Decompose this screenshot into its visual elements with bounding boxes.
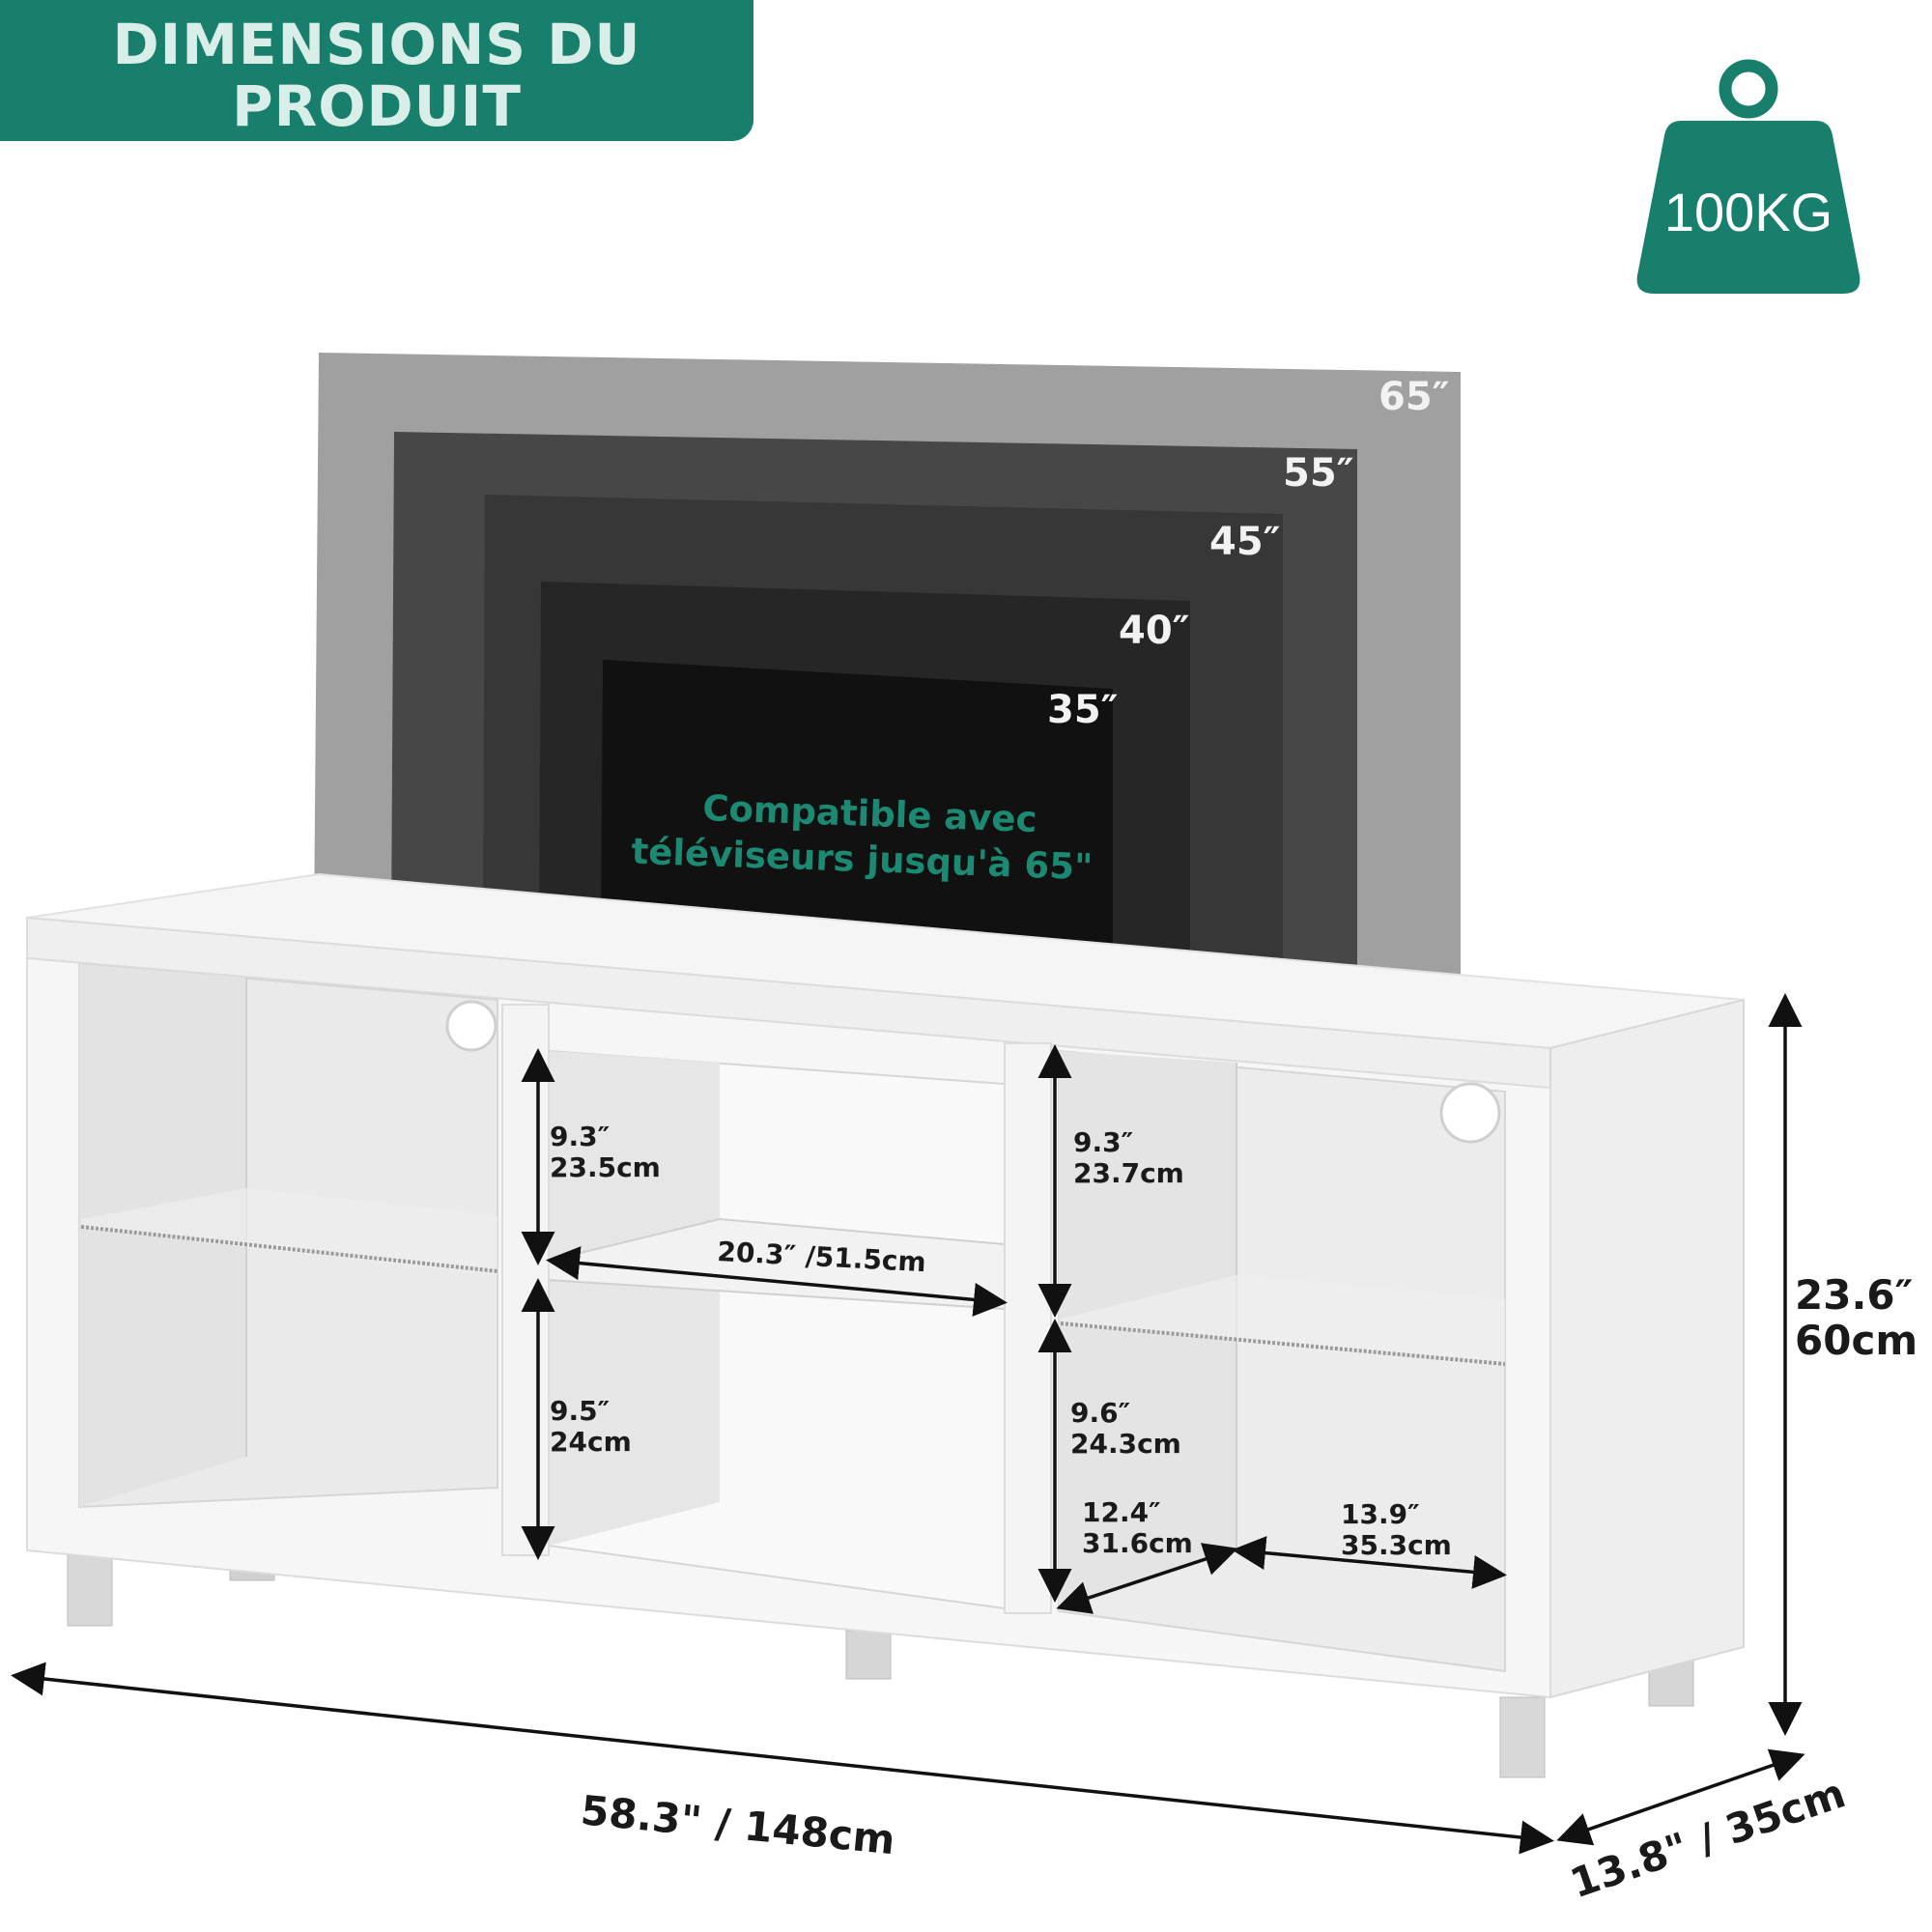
tv-stand <box>26 872 1745 1778</box>
arrow-cabinet-width <box>1232 1536 1507 1589</box>
right-cable-hole <box>1439 1082 1501 1144</box>
label-left-bottom-height-in: 9.5″ <box>550 1395 610 1427</box>
label-total-height-cm: 60cm <box>1795 1317 1918 1364</box>
tv-size-label-65: 65″ <box>1378 375 1450 419</box>
tv-size-label-55: 55″ <box>1283 451 1354 496</box>
tv-size-label-40: 40″ <box>1119 609 1190 653</box>
banner-title-line1: DIMENSIONS DU <box>112 12 641 77</box>
label-right-bottom-height-cm: 24.3cm <box>1070 1428 1181 1460</box>
left-glass-shelf <box>81 1188 497 1275</box>
label-total-width: 58.3" / 148cm <box>579 1786 897 1863</box>
label-left-bottom-height-cm: 24cm <box>550 1426 632 1458</box>
arrow-cabinet-depth <box>1056 1543 1238 1614</box>
arrow-center-shelf-width <box>546 1246 1008 1317</box>
dimension-arrows <box>11 993 1805 1855</box>
arrow-total-width <box>11 1662 1554 1855</box>
tv-35-rectangle <box>601 660 1113 985</box>
label-right-top-height-in: 9.3″ <box>1073 1126 1133 1158</box>
label-total-height-in: 23.6″ <box>1795 1271 1913 1319</box>
leg-front-right <box>1499 1696 1546 1778</box>
arrow-total-depth <box>1556 1748 1805 1846</box>
label-right-bottom-height-in: 9.6″ <box>1070 1397 1130 1429</box>
weight-label: 100KG <box>1663 182 1833 242</box>
label-right-top-height-cm: 23.7cm <box>1073 1157 1184 1189</box>
left-cable-hole <box>445 1000 497 1052</box>
weight-icon <box>1636 59 1861 294</box>
right-glass-shelf <box>1061 1275 1505 1364</box>
banner-title: DIMENSIONS DU PRODUIT <box>0 14 753 137</box>
label-cabinet-depth-in: 12.4″ <box>1082 1496 1161 1528</box>
label-left-top-height-in: 9.3″ <box>550 1121 610 1152</box>
label-left-top-height-cm: 23.5cm <box>550 1151 661 1183</box>
stand-right-side <box>1549 998 1745 1699</box>
label-cabinet-depth-cm: 31.6cm <box>1082 1527 1193 1559</box>
tv-size-label-35: 35″ <box>1047 688 1119 732</box>
label-total-depth: 13.8" / 35cm <box>1564 1769 1851 1907</box>
tv-size-label-45: 45″ <box>1209 520 1281 564</box>
tv-size-labels: 65″ 55″ 45″ 40″ 35″ <box>1047 375 1450 732</box>
banner-title-line2: PRODUIT <box>232 73 522 139</box>
leg-front-middle <box>845 1630 892 1680</box>
label-cabinet-width-cm: 35.3cm <box>1341 1529 1452 1561</box>
center-divider-left <box>501 1004 550 1556</box>
title-banner: DIMENSIONS DU PRODUIT <box>0 0 753 141</box>
center-divider-right <box>1004 1042 1052 1614</box>
dimension-labels: 9.3″ 23.5cm 9.5″ 24cm 20.3″ /51.5cm 9.3″… <box>550 1121 1452 1561</box>
label-cabinet-width-in: 13.9″ <box>1341 1498 1420 1530</box>
tv-size-rectangles <box>314 353 1461 1014</box>
leg-front-left <box>67 1549 113 1627</box>
